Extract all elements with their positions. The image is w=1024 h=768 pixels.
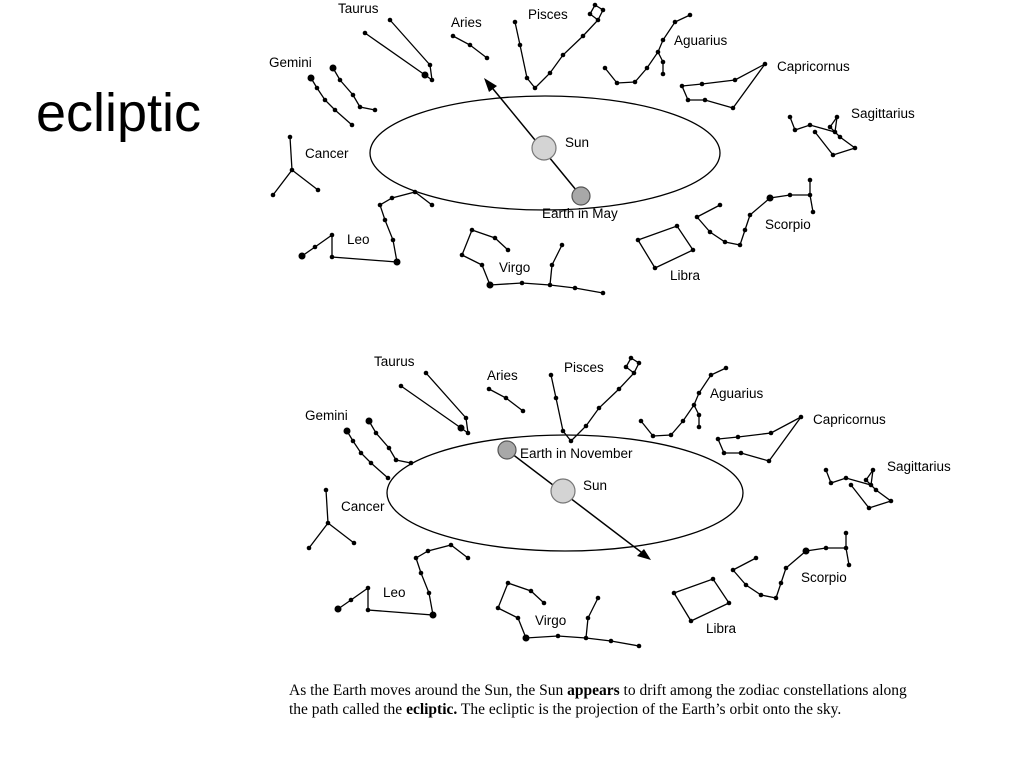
label-sagittarius: Sagittarius <box>851 106 915 121</box>
constellation-stars <box>306 355 894 649</box>
scorpio-constellation <box>809 194 814 213</box>
virgo-constellation <box>471 229 509 251</box>
label-aries: Aries <box>487 368 518 383</box>
libra-constellation <box>673 578 730 622</box>
label-earth-position: Earth in May <box>542 206 618 221</box>
caption: As the Earth moves around the Sun, the S… <box>289 682 909 719</box>
label-taurus: Taurus <box>374 354 415 369</box>
constellation-lines <box>308 357 893 647</box>
caption-text: As the Earth moves around the Sun, the S… <box>289 682 568 699</box>
ecliptic-orbit <box>369 95 721 211</box>
arrowhead-icon <box>484 78 497 92</box>
sun-direction-arrow <box>506 449 646 556</box>
sun-icon <box>550 478 576 504</box>
label-aries: Aries <box>451 15 482 30</box>
label-taurus: Taurus <box>338 1 379 16</box>
label-aquarius: Aguarius <box>710 386 764 401</box>
aquarius-constellation <box>640 367 727 437</box>
gemini-constellation <box>310 77 353 126</box>
label-aquarius: Aguarius <box>674 33 728 48</box>
caption-text: to drift among the zodiac constellations… <box>289 682 907 718</box>
scorpio-constellation <box>696 204 721 218</box>
label-scorpio: Scorpio <box>765 217 811 232</box>
label-virgo: Virgo <box>535 613 566 628</box>
cancer-constellation <box>308 489 329 549</box>
ecliptic-diagram-november: Taurus Aries Pisces Aguarius Capricornus… <box>305 354 951 649</box>
caption-text: The ecliptic is the projection of the Ea… <box>457 700 842 718</box>
constellation-lines <box>272 4 857 294</box>
label-pisces: Pisces <box>564 360 604 375</box>
sun-icon <box>531 135 557 161</box>
label-libra: Libra <box>706 621 737 636</box>
leo-constellation <box>337 544 469 616</box>
aquarius-constellation <box>604 14 691 84</box>
earth-icon <box>497 440 517 460</box>
gemini-constellation <box>368 420 412 464</box>
virgo-constellation <box>461 229 604 294</box>
caption-emphasis-appears: appears <box>567 682 620 699</box>
constellation-stars <box>270 2 858 296</box>
label-cancer: Cancer <box>305 146 349 161</box>
gemini-constellation <box>346 430 389 479</box>
capricornus-constellation <box>681 63 766 109</box>
scorpio-constellation <box>732 557 757 571</box>
virgo-constellation <box>507 582 545 604</box>
label-gemini: Gemini <box>269 55 312 70</box>
label-scorpio: Scorpio <box>801 570 847 585</box>
gemini-constellation <box>332 67 376 111</box>
earth-icon <box>571 186 591 206</box>
scorpio-constellation <box>845 547 850 566</box>
ecliptic-diagram-may: Taurus Aries Pisces Aguarius Capricornus… <box>269 1 915 296</box>
slide-title: ecliptic <box>36 83 202 143</box>
taurus-constellation <box>389 19 433 81</box>
scorpio-constellation <box>732 533 847 599</box>
ecliptic-orbit <box>386 434 744 552</box>
virgo-constellation <box>497 582 640 647</box>
label-leo: Leo <box>383 585 406 600</box>
scorpio-constellation <box>696 180 811 246</box>
arrowhead-icon <box>637 549 651 560</box>
sagittarius-constellation <box>825 469 893 509</box>
label-sun: Sun <box>583 478 607 493</box>
label-sagittarius: Sagittarius <box>887 459 951 474</box>
capricornus-constellation <box>717 416 802 462</box>
sagittarius-constellation <box>789 116 857 156</box>
leo-constellation <box>301 191 433 263</box>
cancer-constellation <box>291 169 319 191</box>
label-capricornus: Capricornus <box>813 412 886 427</box>
label-pisces: Pisces <box>528 7 568 22</box>
label-leo: Leo <box>347 232 370 247</box>
label-gemini: Gemini <box>305 408 348 423</box>
caption-emphasis-ecliptic: ecliptic. <box>406 700 458 718</box>
label-virgo: Virgo <box>499 260 530 275</box>
label-capricornus: Capricornus <box>777 59 850 74</box>
cancer-constellation <box>272 136 293 196</box>
label-sun: Sun <box>565 135 589 150</box>
label-cancer: Cancer <box>341 499 385 514</box>
label-earth-position: Earth in November <box>520 446 633 461</box>
label-libra: Libra <box>670 268 701 283</box>
cancer-constellation <box>327 522 355 544</box>
taurus-constellation <box>425 372 469 434</box>
libra-constellation <box>637 225 694 269</box>
